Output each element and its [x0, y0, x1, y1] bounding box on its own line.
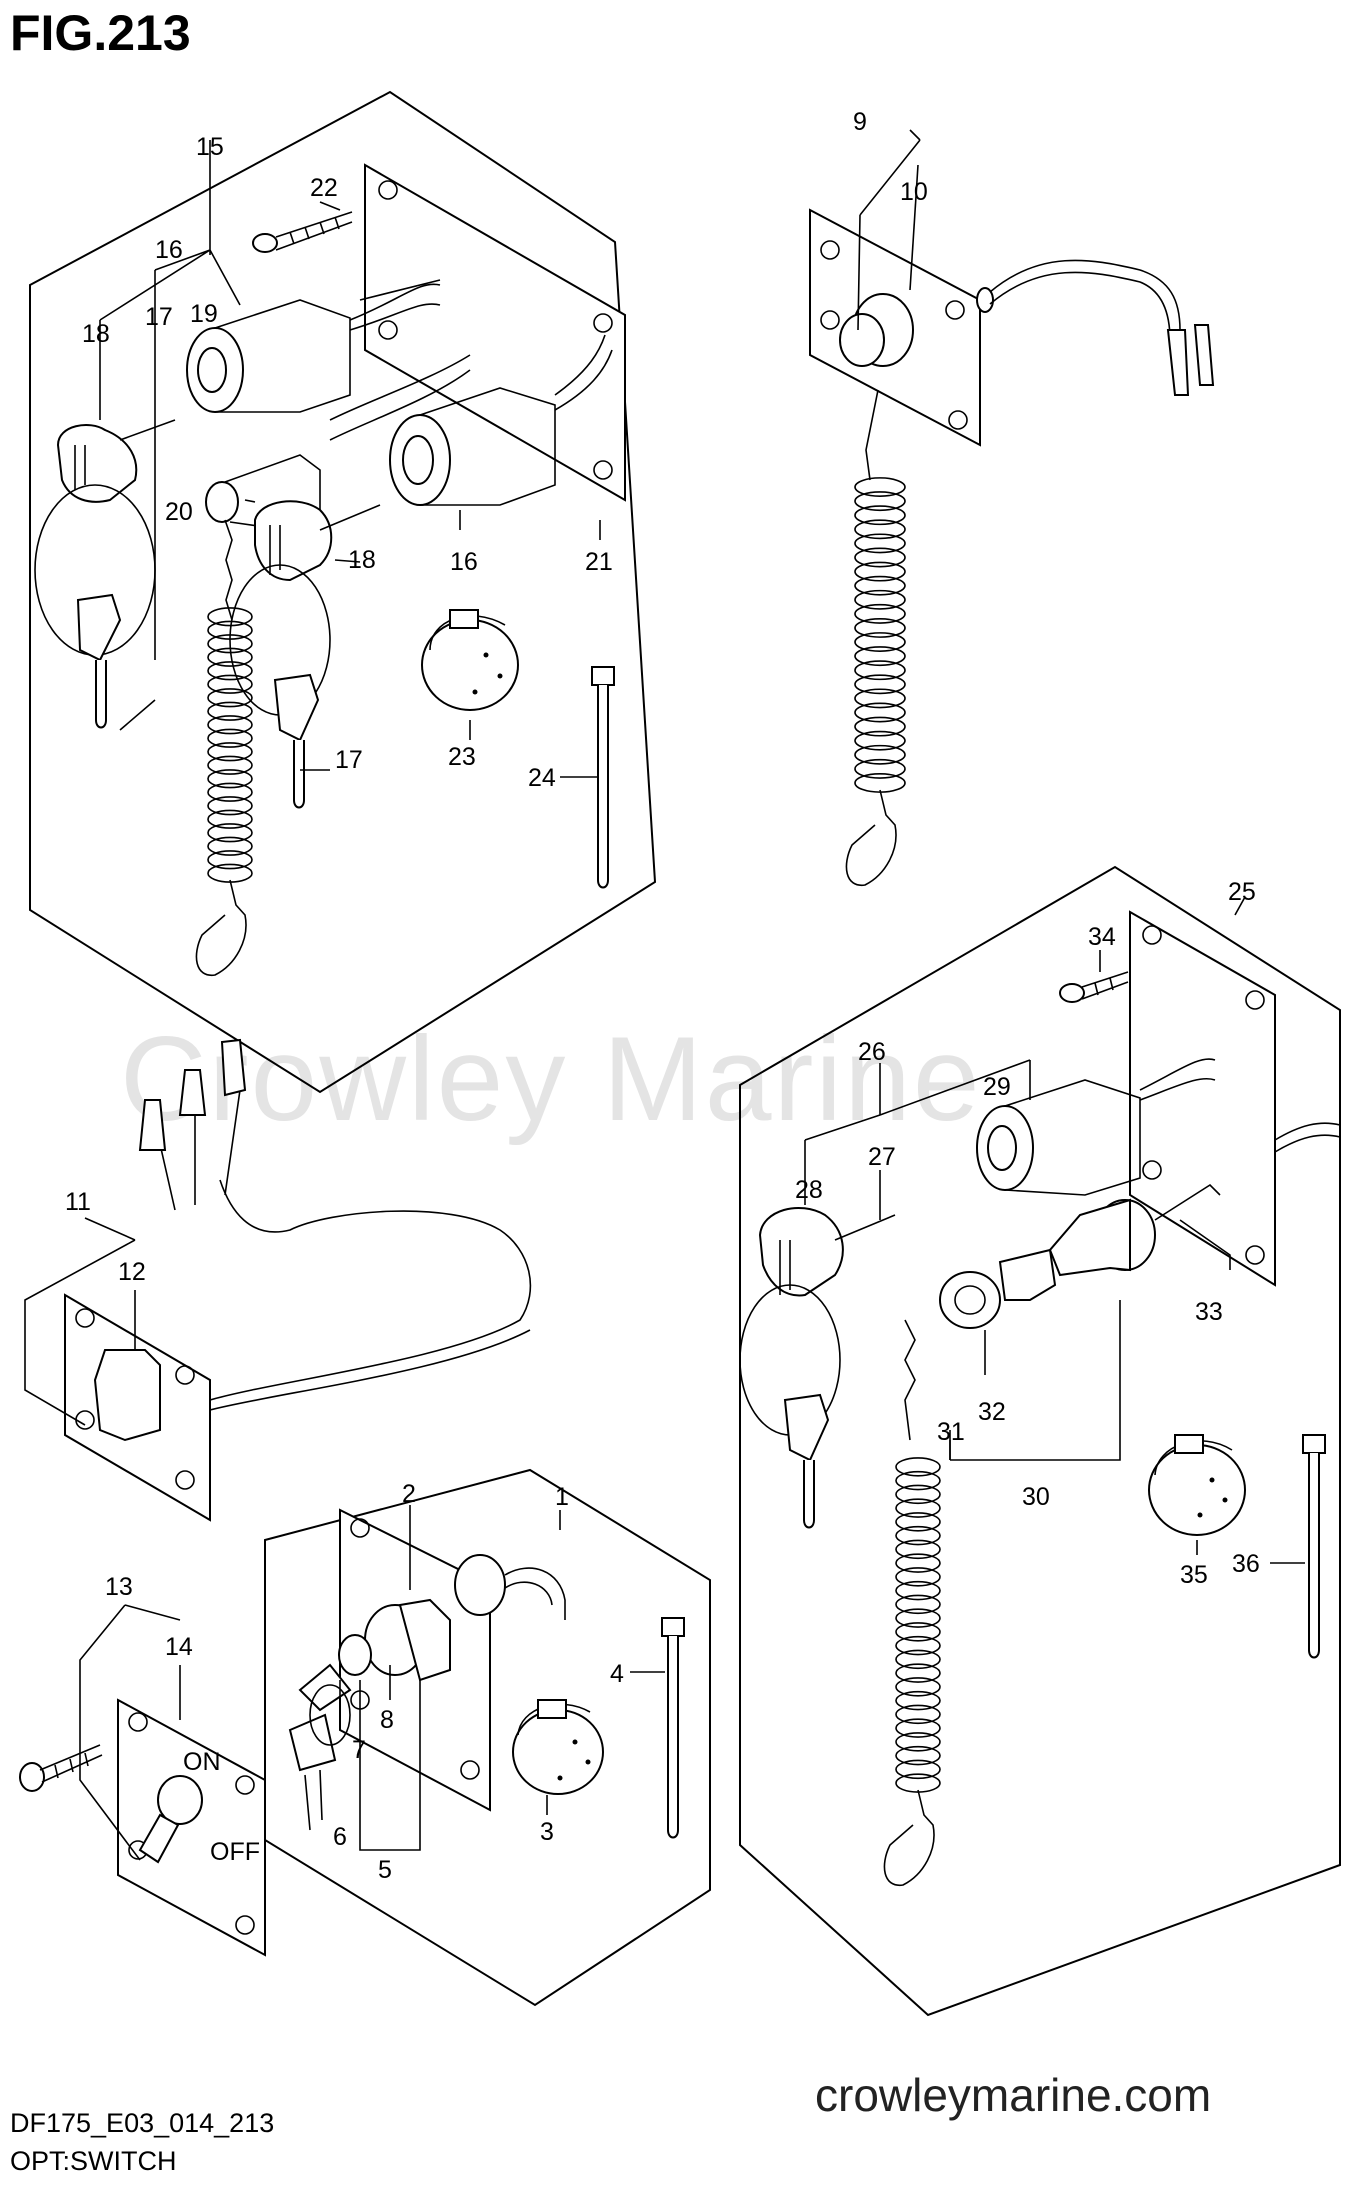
assembly-1-key-switch-kit — [264, 1468, 711, 2007]
key-ring-18-right — [229, 500, 381, 809]
callout-20: 20 — [165, 498, 193, 526]
tie-24 — [591, 666, 615, 889]
assembly-15-kit — [29, 90, 657, 1094]
lanyard-coil-25 — [883, 1457, 941, 1886]
callout-30: 30 — [1022, 1483, 1050, 1511]
callout-28: 28 — [795, 1176, 823, 1204]
callout-2: 2 — [402, 1480, 416, 1508]
callout-32: 32 — [978, 1398, 1006, 1426]
callout-5: 5 — [378, 1856, 392, 1884]
callout-31: 31 — [937, 1418, 965, 1446]
website-link[interactable]: crowleymarine.com — [815, 2069, 1212, 2121]
key-switch-19 — [186, 279, 471, 441]
callout-36: 36 — [1232, 1550, 1260, 1578]
callout-14: 14 — [165, 1633, 193, 1661]
callout-labels: 1 2 3 4 5 6 7 8 9 10 11 12 13 14 15 16 1… — [65, 108, 1260, 1884]
key-switch-16 — [389, 334, 613, 506]
screw-22 — [252, 211, 353, 253]
watermark: Crowley Marine — [120, 1012, 982, 1146]
callout-6: 6 — [333, 1823, 347, 1851]
assembly-11-toggle-switch — [24, 1038, 532, 1522]
callout-22: 22 — [310, 174, 338, 202]
callout-8: 8 — [380, 1706, 394, 1734]
model-code: DF175_E03_014_213 — [10, 2108, 275, 2138]
callout-7: 7 — [352, 1736, 366, 1764]
assembly-9-stop-switch — [809, 129, 1215, 481]
callout-35: 35 — [1180, 1561, 1208, 1589]
assembly-25-kit — [739, 865, 1341, 2017]
callout-23: 23 — [448, 743, 476, 771]
callout-16b: 16 — [450, 548, 478, 576]
callout-19: 19 — [190, 300, 218, 328]
lanyard-coil-9 — [845, 477, 906, 886]
lanyard-coil-20 — [195, 607, 253, 976]
callout-3: 3 — [540, 1818, 554, 1846]
switch-off-mark: OFF — [210, 1838, 260, 1866]
callout-4: 4 — [610, 1660, 624, 1688]
assembly-13-on-off-switch: ON OFF — [19, 1604, 266, 1957]
callout-16: 16 — [155, 236, 183, 264]
figure-title: FIG.213 — [10, 5, 191, 61]
callout-24: 24 — [528, 764, 556, 792]
callout-15: 15 — [196, 133, 224, 161]
callout-1: 1 — [555, 1483, 569, 1511]
callout-27: 27 — [868, 1143, 896, 1171]
callout-25: 25 — [1228, 878, 1256, 906]
callout-33: 33 — [1195, 1298, 1223, 1326]
switch-on-mark: ON — [183, 1748, 221, 1776]
callout-34: 34 — [1088, 923, 1116, 951]
callout-12: 12 — [118, 1258, 146, 1286]
callout-10: 10 — [900, 178, 928, 206]
callout-17b: 17 — [335, 746, 363, 774]
callout-18: 18 — [82, 320, 110, 348]
callout-26: 26 — [858, 1038, 886, 1066]
callout-21: 21 — [585, 548, 613, 576]
callout-11: 11 — [65, 1188, 91, 1216]
figure-caption: OPT:SWITCH — [10, 2146, 177, 2176]
callout-9: 9 — [853, 108, 867, 136]
cap-23 — [421, 609, 519, 711]
callout-17: 17 — [145, 303, 173, 331]
key-ring-18-left — [34, 419, 176, 729]
callout-18b: 18 — [348, 546, 376, 574]
callout-29: 29 — [983, 1073, 1011, 1101]
callout-13: 13 — [105, 1573, 133, 1601]
